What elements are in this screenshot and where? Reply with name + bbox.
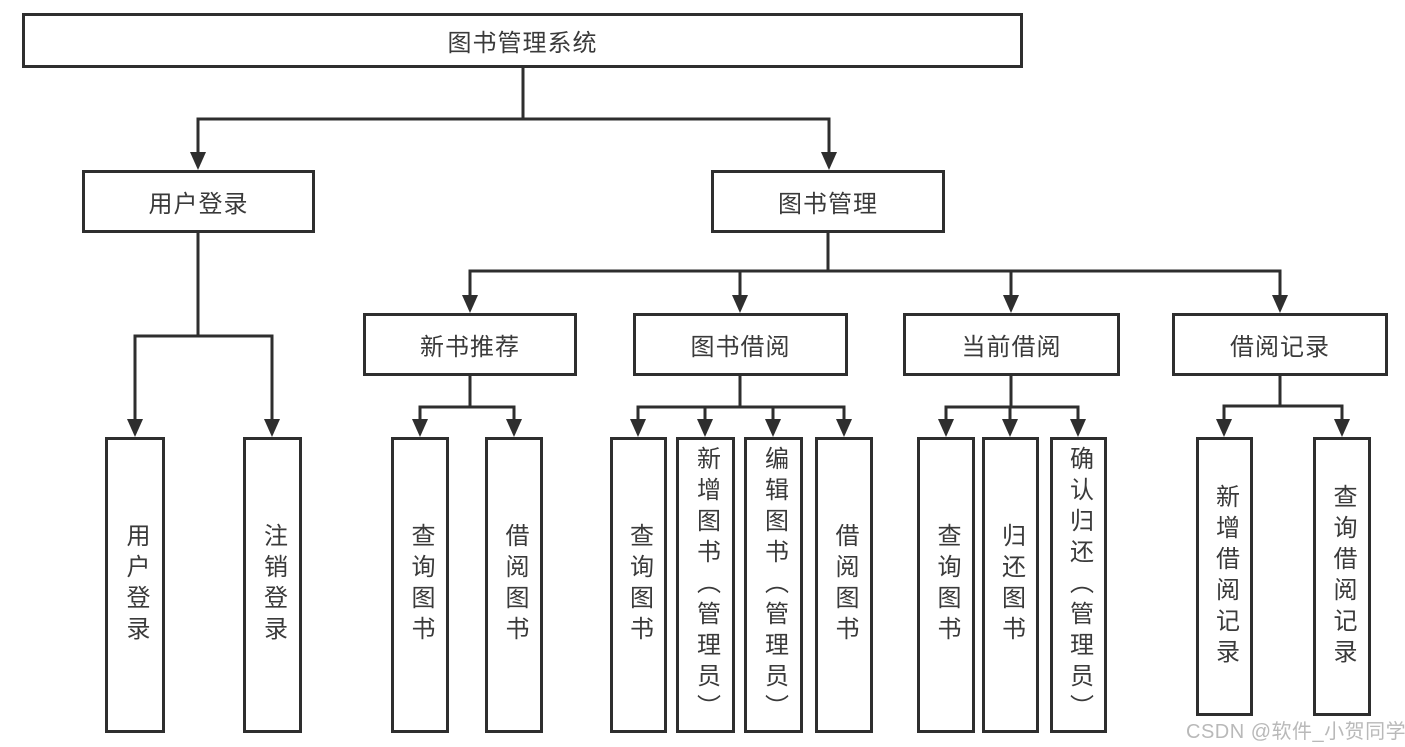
csdn-watermark: CSDN @软件_小贺同学 <box>1186 721 1405 743</box>
node-new-book-recommend: 新书推荐 <box>363 313 577 376</box>
leaf-user-login: 用户登录 <box>105 437 165 733</box>
arrowhead <box>1002 419 1018 437</box>
arrowhead <box>697 419 713 437</box>
arrowhead <box>765 419 781 437</box>
arrowhead <box>412 419 428 437</box>
arrowhead <box>264 419 280 437</box>
arrowhead <box>127 419 143 437</box>
leaf-logout: 注销登录 <box>243 437 302 733</box>
leaf-confirm-return-admin: 确认归还（管理员） <box>1050 437 1107 733</box>
leaf-query-books-current: 查询图书 <box>917 437 975 733</box>
leaf-add-books-admin: 新增图书（管理员） <box>676 437 735 733</box>
arrowhead <box>732 295 748 313</box>
arrowhead <box>1003 295 1019 313</box>
arrowhead <box>1334 419 1350 437</box>
leaf-add-borrow-record: 新增借阅记录 <box>1196 437 1253 716</box>
arrowhead <box>506 419 522 437</box>
arrowhead <box>630 419 646 437</box>
arrowhead <box>190 152 206 170</box>
leaf-borrow-books: 借阅图书 <box>815 437 873 733</box>
arrowhead <box>836 419 852 437</box>
leaf-borrow-books-recommend: 借阅图书 <box>485 437 543 733</box>
node-library-management-system: 图书管理系统 <box>22 13 1023 68</box>
leaf-query-books-recommend: 查询图书 <box>391 437 449 733</box>
node-user-login: 用户登录 <box>82 170 315 233</box>
arrowhead <box>462 295 478 313</box>
leaf-query-books-borrow: 查询图书 <box>610 437 667 733</box>
node-borrowing-records: 借阅记录 <box>1172 313 1388 376</box>
arrowhead <box>1272 295 1288 313</box>
node-book-management: 图书管理 <box>711 170 945 233</box>
node-book-borrowing: 图书借阅 <box>633 313 848 376</box>
node-current-borrowing: 当前借阅 <box>903 313 1120 376</box>
leaf-edit-books-admin: 编辑图书（管理员） <box>744 437 803 733</box>
arrowhead <box>1216 419 1232 437</box>
arrowhead <box>938 419 954 437</box>
leaf-query-borrow-record: 查询借阅记录 <box>1313 437 1371 716</box>
arrowhead <box>1070 419 1086 437</box>
arrowhead <box>821 152 837 170</box>
leaf-return-books: 归还图书 <box>982 437 1039 733</box>
